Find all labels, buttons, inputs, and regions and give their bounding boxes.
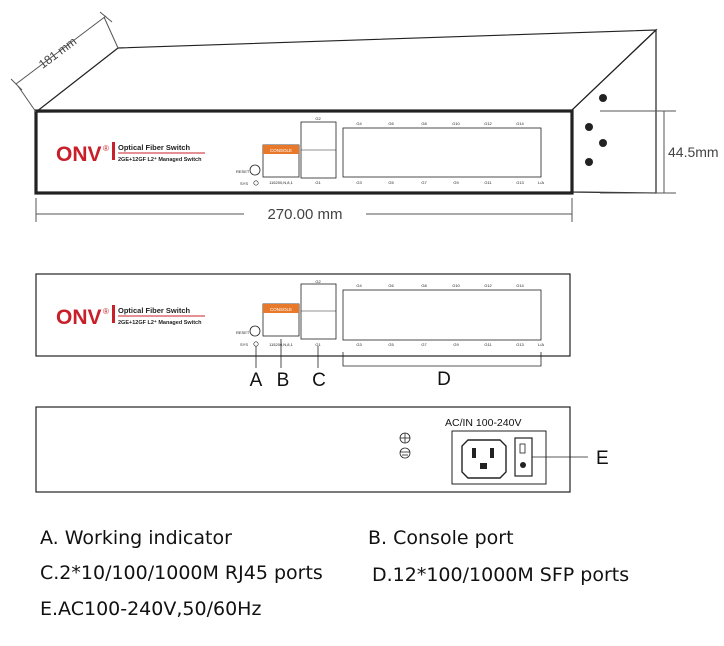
brand-bar <box>112 142 115 160</box>
sys-led-icon <box>253 180 259 186</box>
front-panel-top: ONV ® Optical Fiber Switch 2GE+12GF L2⁺ … <box>56 116 544 186</box>
screw-icon <box>585 123 593 131</box>
rj45-bottom-label: G1 <box>315 342 321 347</box>
link-label: L/A <box>538 180 544 185</box>
callout-e: E <box>596 448 609 469</box>
power-module <box>451 430 547 485</box>
height-dimension <box>600 110 676 194</box>
sfp-top-label: G4 <box>356 283 362 288</box>
rear-panel-outline <box>35 406 571 493</box>
sfp-bottom-label: G3 <box>356 342 362 347</box>
callout-leaders <box>255 339 542 368</box>
power-label: AC/IN 100-240V <box>445 417 521 429</box>
rj45-top-label: G2 <box>315 279 321 284</box>
callout-d: D <box>437 369 451 390</box>
sfp-bottom-label: G13 <box>516 180 524 185</box>
device-top-face <box>34 29 658 113</box>
rear-panel: AC/IN 100-240V E <box>35 406 609 493</box>
ground-icon <box>399 432 411 459</box>
sfp-top-label: G8 <box>421 121 427 126</box>
link-label: L/A <box>538 342 544 347</box>
reset-label: RESET <box>236 330 250 335</box>
console-baud: 115200,N,8,1 <box>269 180 293 185</box>
brand-logo: ONV <box>56 143 102 166</box>
sfp-top-label: G14 <box>516 283 524 288</box>
sfp-bottom-label: G11 <box>484 180 492 185</box>
side-screws <box>585 94 607 166</box>
width-label: 270.00 mm <box>267 206 342 223</box>
screw-icon <box>585 158 593 166</box>
screw-icon <box>599 139 607 147</box>
sys-led-icon <box>253 341 259 347</box>
console-header <box>263 304 299 313</box>
sfp-top-label: G6 <box>388 283 394 288</box>
sfp-top-label: G14 <box>516 121 524 126</box>
sfp-bottom-label: G13 <box>516 342 524 347</box>
depth-dimension <box>10 11 119 113</box>
console-header <box>263 145 299 154</box>
ac-inlet-icon <box>461 439 507 479</box>
legend-a: A. Working indicator <box>40 527 232 549</box>
model-line: 2GE+12GF L2⁺ Managed Switch <box>118 156 202 163</box>
console-label: CONSOLE <box>270 307 292 312</box>
model-line: 2GE+12GF L2⁺ Managed Switch <box>118 319 202 326</box>
depth-label: 181 mm <box>36 34 79 71</box>
sfp-ports <box>342 127 542 178</box>
legend-c: C.2*10/100/1000M RJ45 ports <box>40 562 323 584</box>
brand-bar <box>112 305 115 323</box>
callout-a: A <box>250 370 263 391</box>
callout-b: B <box>277 370 290 391</box>
sfp-bottom-label: G11 <box>484 342 492 347</box>
product-name: Optical Fiber Switch <box>118 306 191 315</box>
sys-label: SYS <box>240 342 248 347</box>
brand-logo: ONV <box>56 306 102 329</box>
sfp-bottom-label: G3 <box>356 180 362 185</box>
console-label: CONSOLE <box>270 148 292 153</box>
legend-e: E.AC100-240V,50/60Hz <box>40 598 262 620</box>
sfp-ports <box>342 289 542 341</box>
sfp-bottom-label: G9 <box>453 180 459 185</box>
front-panel-outline <box>35 273 571 357</box>
device-front-face <box>34 109 574 195</box>
rj45-top-label: G2 <box>315 116 321 121</box>
legend-d: D.12*100/1000M SFP ports <box>372 564 630 586</box>
front-panel-flat: ONV ® Optical Fiber Switch 2GE+12GF L2⁺ … <box>35 273 571 391</box>
reset-button <box>249 164 261 176</box>
legend-b: B. Console port <box>368 527 514 549</box>
sfp-top-label: G8 <box>421 283 427 288</box>
registered-mark: ® <box>103 307 109 316</box>
sfp-top-label: G12 <box>484 283 492 288</box>
rj45-ports <box>300 283 337 340</box>
height-label: 44.5mm <box>668 144 719 160</box>
product-name: Optical Fiber Switch <box>118 143 191 152</box>
screw-icon <box>599 94 607 102</box>
sfp-top-label: G10 <box>452 283 460 288</box>
width-dimension <box>35 198 573 222</box>
sys-label: SYS <box>240 181 248 186</box>
registered-mark: ® <box>103 144 109 153</box>
sfp-bottom-label: G5 <box>388 180 394 185</box>
callout-c: C <box>312 370 326 391</box>
sfp-bottom-label: G9 <box>453 342 459 347</box>
rj45-bottom-label: G1 <box>315 180 321 185</box>
sfp-bottom-label: G5 <box>388 342 394 347</box>
sfp-top-label: G12 <box>484 121 492 126</box>
sfp-bottom-label: G7 <box>421 180 427 185</box>
sfp-top-label: G6 <box>388 121 394 126</box>
sfp-bottom-label: G7 <box>421 342 427 347</box>
reset-label: RESET <box>236 169 250 174</box>
sfp-top-label: G4 <box>356 121 362 126</box>
device-3d-view <box>34 28 658 195</box>
reset-button <box>249 325 261 337</box>
sfp-top-label: G10 <box>452 121 460 126</box>
